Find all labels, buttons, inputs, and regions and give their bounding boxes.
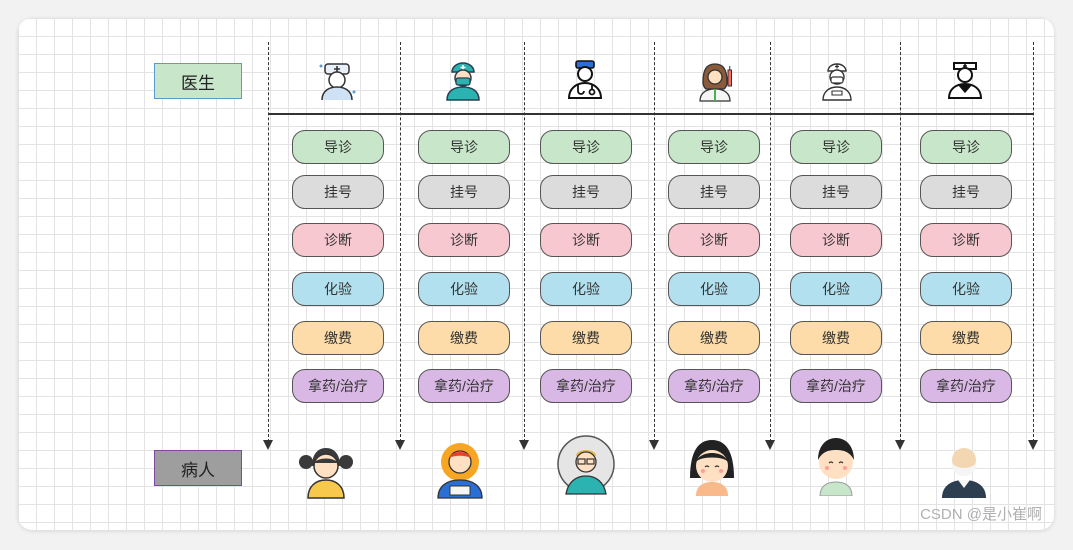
man-glasses-patient-icon	[557, 435, 615, 495]
step-pill-2: 挂号	[790, 175, 882, 209]
step-pill-1: 导诊	[418, 130, 510, 164]
masked-doctor-icon	[822, 63, 852, 101]
step-pill-5: 缴费	[540, 321, 632, 355]
female-doctor-syringe-icon	[699, 63, 732, 102]
step-pill-6: 拿药/治疗	[418, 369, 510, 403]
step-pill-2: 挂号	[418, 175, 510, 209]
lane-separator	[1033, 42, 1034, 442]
step-pill-4: 化验	[920, 272, 1012, 306]
step-pill-5: 缴费	[292, 321, 384, 355]
lane-arrow	[395, 440, 405, 450]
boy-smiling-patient-icon	[818, 438, 854, 496]
step-pill-3: 诊断	[540, 223, 632, 257]
step-pill-3: 诊断	[668, 223, 760, 257]
step-pill-3: 诊断	[418, 223, 510, 257]
nurse-doctor-icon	[319, 63, 356, 101]
lane-separator	[900, 42, 901, 442]
step-pill-2: 挂号	[668, 175, 760, 209]
step-pill-6: 拿药/治疗	[668, 369, 760, 403]
lane-arrow	[1028, 440, 1038, 450]
stethoscope-doctor-icon	[567, 60, 603, 99]
girl-pigtails-patient-icon	[299, 448, 353, 499]
step-pill-1: 导诊	[292, 130, 384, 164]
lane-arrow	[765, 440, 775, 450]
doctor-divider-line	[268, 113, 1034, 115]
step-pill-5: 缴费	[668, 321, 760, 355]
lane-separator	[524, 42, 525, 442]
girl-smiling-patient-icon	[690, 440, 734, 496]
step-pill-6: 拿药/治疗	[540, 369, 632, 403]
step-pill-4: 化验	[668, 272, 760, 306]
lane-separator	[268, 42, 269, 442]
lane-arrow	[649, 440, 659, 450]
nurse-cap-doctor-icon	[947, 62, 983, 99]
lane-separator	[770, 42, 771, 442]
lane-arrow	[263, 440, 273, 450]
elderly-man-patient-icon	[942, 448, 986, 498]
step-pill-1: 导诊	[540, 130, 632, 164]
step-pill-1: 导诊	[668, 130, 760, 164]
doctor-label: 医生	[154, 63, 242, 99]
step-pill-2: 挂号	[540, 175, 632, 209]
step-pill-2: 挂号	[292, 175, 384, 209]
step-pill-4: 化验	[540, 272, 632, 306]
step-pill-1: 导诊	[790, 130, 882, 164]
step-pill-6: 拿药/治疗	[790, 369, 882, 403]
step-pill-5: 缴费	[418, 321, 510, 355]
patient-label: 病人	[154, 450, 242, 486]
surgeon-doctor-icon	[446, 62, 480, 101]
step-pill-5: 缴费	[790, 321, 882, 355]
step-pill-4: 化验	[292, 272, 384, 306]
step-pill-4: 化验	[418, 272, 510, 306]
step-pill-3: 诊断	[790, 223, 882, 257]
lane-separator	[400, 42, 401, 442]
step-pill-2: 挂号	[920, 175, 1012, 209]
step-pill-6: 拿药/治疗	[920, 369, 1012, 403]
step-pill-1: 导诊	[920, 130, 1012, 164]
step-pill-3: 诊断	[292, 223, 384, 257]
lane-arrow	[895, 440, 905, 450]
man-laptop-patient-icon	[437, 443, 483, 499]
swimlane-diagram: 医生 病人	[18, 18, 1054, 530]
step-pill-3: 诊断	[920, 223, 1012, 257]
step-pill-5: 缴费	[920, 321, 1012, 355]
lane-arrow	[519, 440, 529, 450]
step-pill-6: 拿药/治疗	[292, 369, 384, 403]
lane-separator	[654, 42, 655, 442]
step-pill-4: 化验	[790, 272, 882, 306]
watermark-text: CSDN @是小崔啊	[920, 506, 1042, 523]
